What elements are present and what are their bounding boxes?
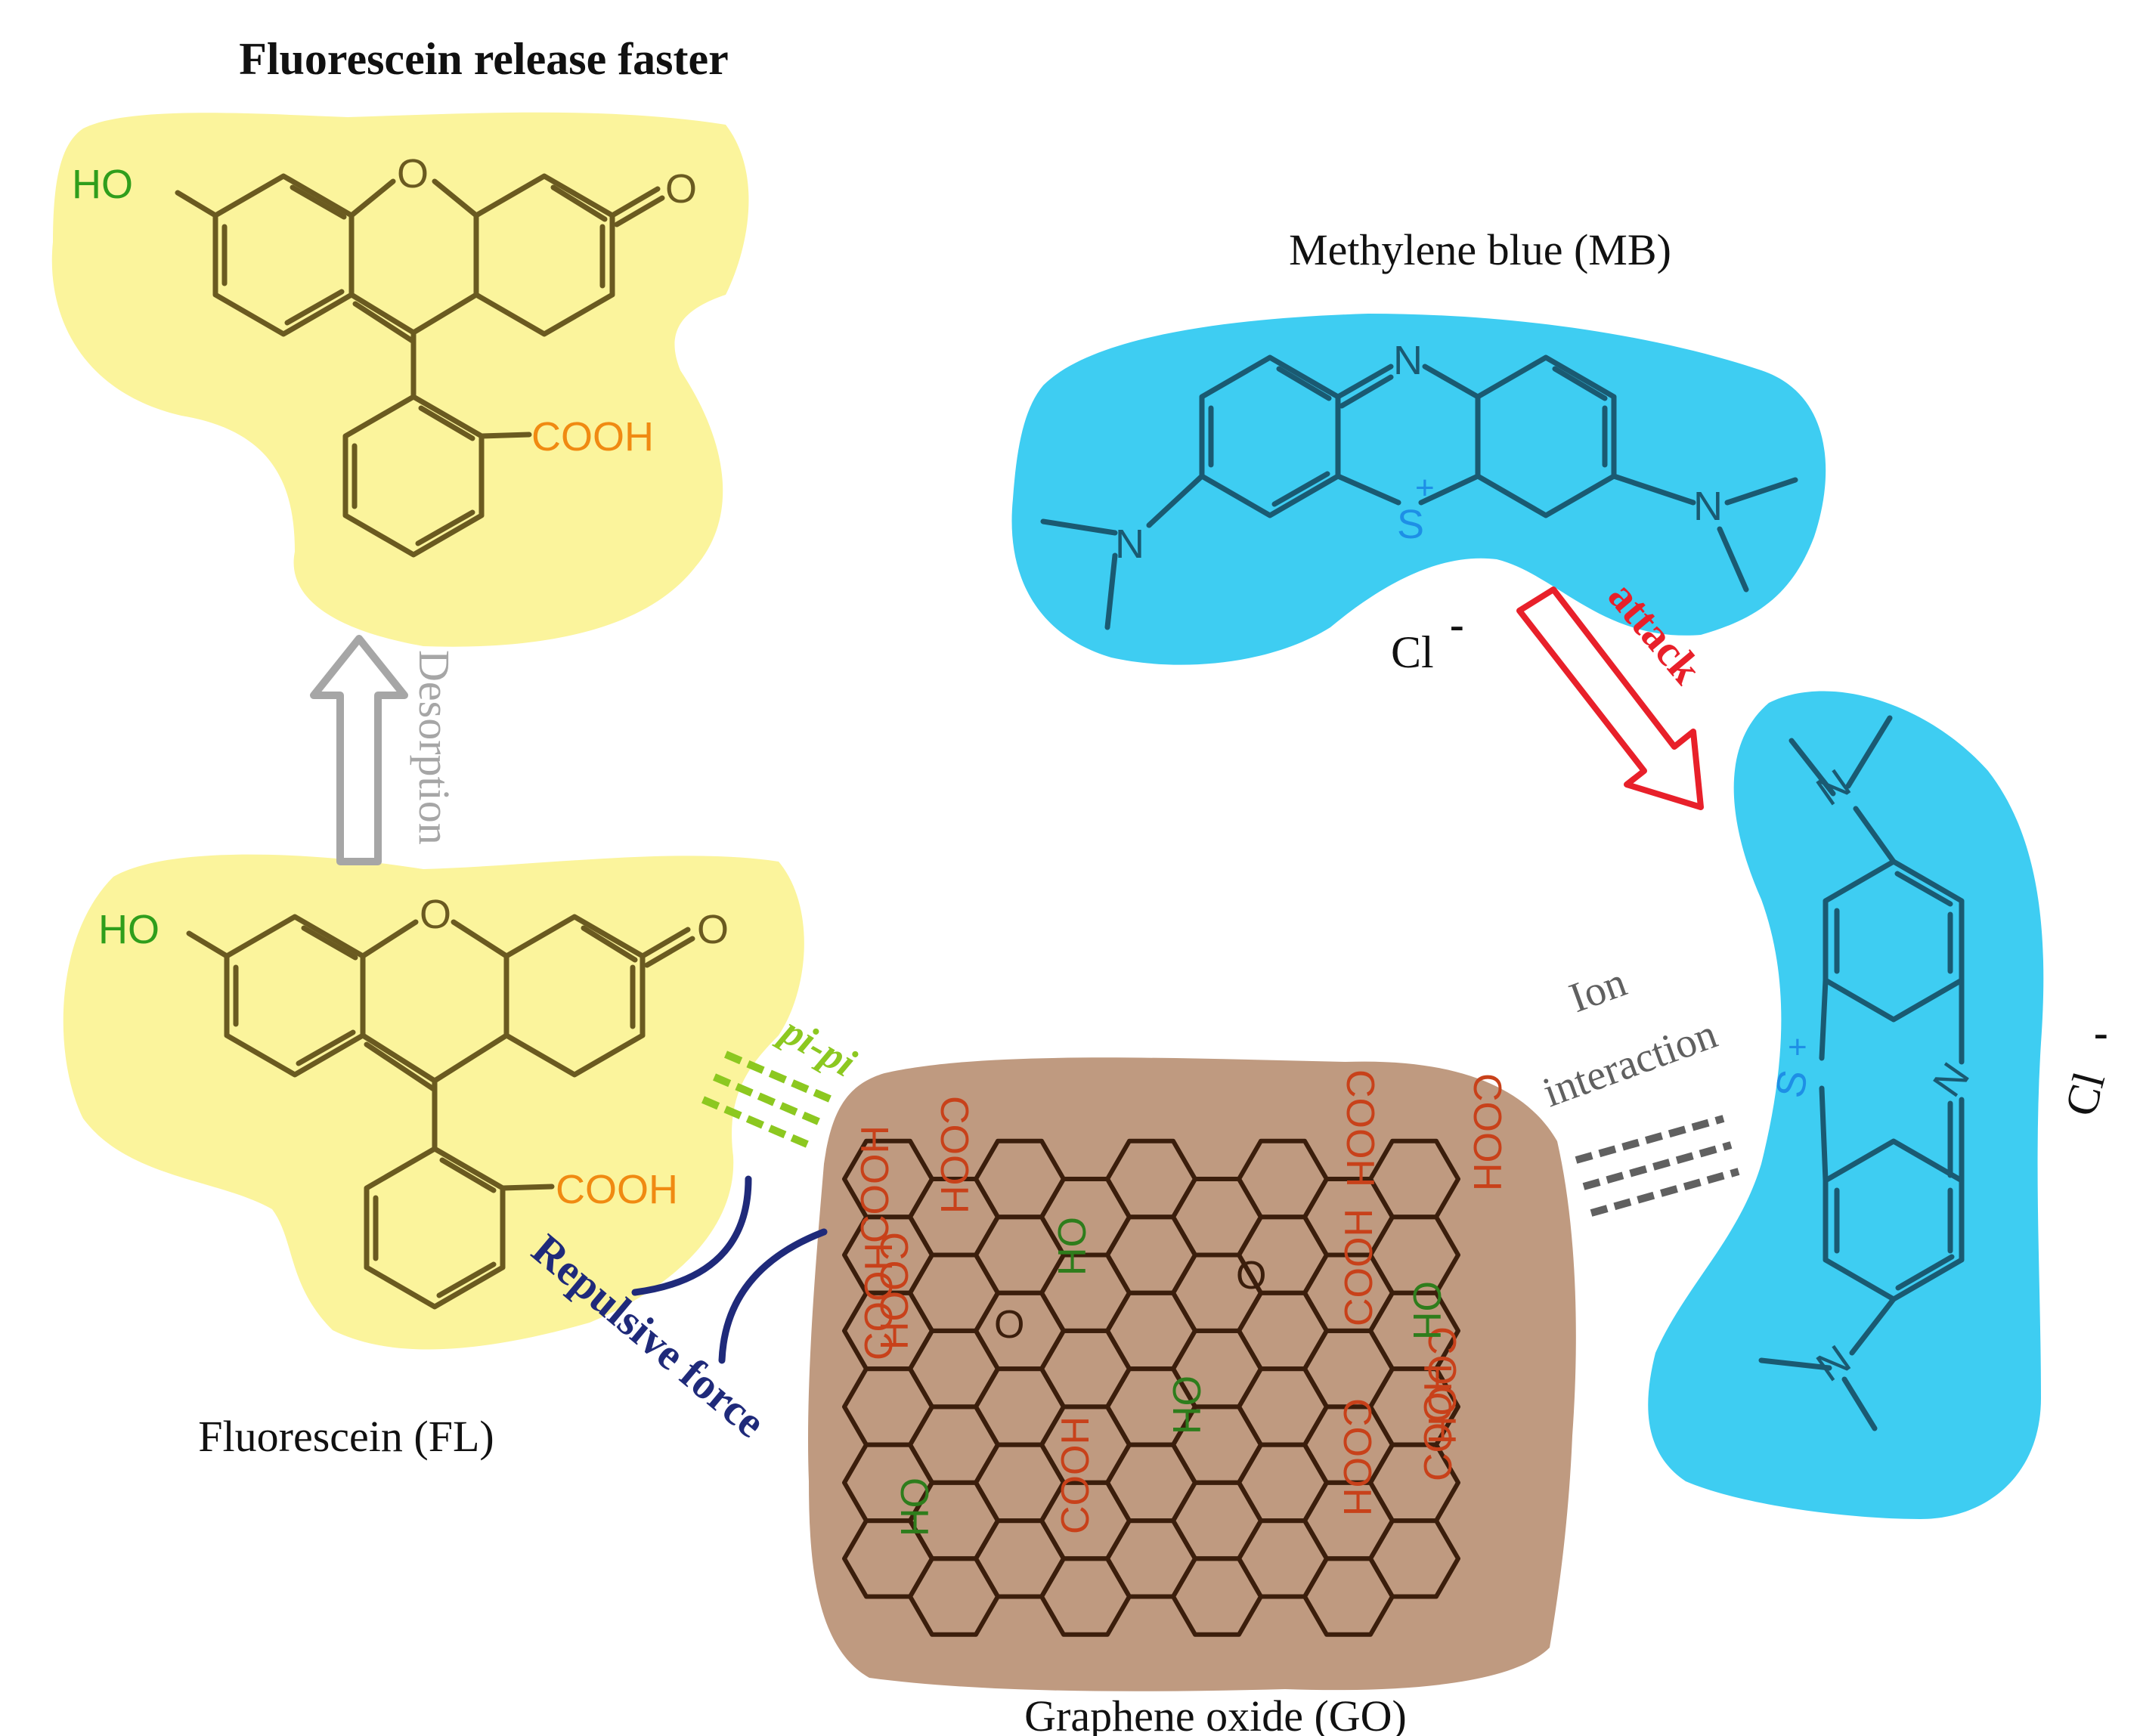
go-cooh-5: COOH <box>1054 1416 1098 1534</box>
go-cooh-2: COOH <box>853 1125 897 1243</box>
mb-top-amine-nitrogen-right: N <box>1693 484 1723 529</box>
methylene-blue-molecule-top <box>1040 354 1798 630</box>
ion-interaction-dashes <box>1575 1115 1740 1217</box>
go-cooh-4: COOH <box>857 1242 901 1360</box>
go-cooh-6: COOH <box>1337 1208 1381 1326</box>
release-title: Fluorescein release faster <box>239 34 729 84</box>
repulsive-arc-go <box>718 1228 828 1364</box>
mb-right-sulfur-charge: + <box>1788 1029 1807 1066</box>
fluorescein-molecule-top <box>175 173 665 558</box>
graphene-oxide-name-label: Graphene oxide (GO) <box>1024 1691 1407 1736</box>
fluorescein-name-label: Fluorescein (FL) <box>198 1412 494 1461</box>
mb-right-chloride-charge: - <box>2094 1010 2108 1057</box>
mb-top-sulfur: S <box>1397 502 1424 547</box>
mb-top-amine-nitrogen-left: N <box>1115 521 1144 567</box>
go-cooh-8: COOH <box>1338 1069 1382 1187</box>
fluorescein-molecule-bottom <box>186 914 695 1310</box>
mb-right-chloride: Cl <box>2055 1067 2114 1122</box>
pyran-oxygen-label-top: O <box>397 151 429 196</box>
methylene-blue-right-blob <box>1648 691 2044 1519</box>
go-cooh-3: COOH <box>872 1232 915 1350</box>
pi-pi-dashes <box>701 1051 833 1149</box>
mb-top-sulfur-charge: + <box>1415 469 1435 506</box>
carboxyl-label-top: COOH <box>531 414 654 460</box>
ion-interaction-label-line2: interaction <box>1537 1010 1723 1116</box>
methylene-blue-molecule-right <box>1758 715 1965 1431</box>
mb-top-chloride: Cl <box>1391 627 1434 677</box>
methylene-blue-top-blob <box>1011 314 1826 665</box>
go-epoxy-o-1: O <box>994 1303 1024 1347</box>
carboxyl-label-bottom: COOH <box>556 1167 678 1212</box>
hydroxyl-label-bottom: HO <box>98 907 159 952</box>
desorption-arrow <box>310 635 408 865</box>
graphene-lattice <box>842 1138 1460 1637</box>
go-oh-3: OH <box>1164 1375 1208 1434</box>
go-functional-groups: COOH COOH COOH COOH COOH COOH COOH COOH … <box>853 1069 1509 1536</box>
go-oh-4: OH <box>892 1478 936 1536</box>
go-epoxy-o-2: O <box>1236 1254 1266 1298</box>
go-cooh-11: COOH <box>1417 1363 1460 1481</box>
repulsive-arc-fl <box>631 1175 752 1296</box>
hydroxyl-label-top: HO <box>72 162 133 207</box>
graphene-hexagon <box>1368 1518 1460 1599</box>
go-cooh-9: COOH <box>1465 1073 1509 1191</box>
go-oh-1: OH <box>1049 1217 1093 1276</box>
pyran-oxygen-label-bottom: O <box>420 892 451 937</box>
ion-interaction-label-line1: Ion <box>1563 958 1632 1022</box>
desorption-label: Desorption <box>410 650 459 845</box>
carbonyl-oxygen-label-top: O <box>665 166 697 212</box>
methylene-blue-name-label: Methylene blue (MB) <box>1289 225 1671 274</box>
go-cooh-1: COOH <box>932 1096 976 1214</box>
carbonyl-oxygen-label-bottom: O <box>697 907 729 952</box>
attack-arrow <box>1516 586 1704 810</box>
go-cooh-7: COOH <box>1335 1398 1379 1516</box>
go-cooh-10: COOH <box>1420 1326 1463 1444</box>
go-oh-2: OH <box>1404 1281 1448 1340</box>
mb-top-ring-nitrogen: N <box>1393 338 1423 383</box>
mb-top-chloride-charge: - <box>1450 602 1464 648</box>
